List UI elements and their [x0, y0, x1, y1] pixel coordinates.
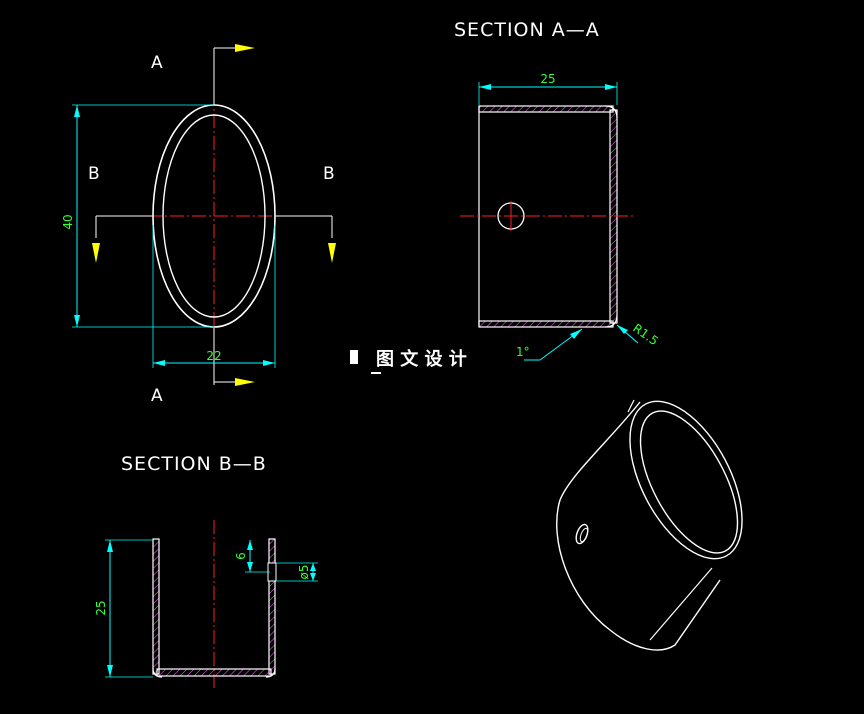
dim-dia5-text: ø5 — [297, 565, 311, 580]
section-arrow-a-bottom — [235, 378, 255, 386]
iso-body-outline — [556, 401, 721, 651]
front-view: 40 22 A A B B — [61, 44, 336, 406]
section-letter-b-left: B — [88, 164, 100, 184]
dim-aa-25-text: 25 — [540, 72, 555, 86]
section-aa-view: SECTION A—A 25 R1.5 1° — [454, 19, 661, 361]
isometric-view — [556, 399, 743, 651]
section-letter-a-bottom: A — [151, 386, 163, 406]
section-aa-title: SECTION A—A — [454, 19, 600, 41]
dim-6-text: 6 — [234, 552, 248, 560]
section-arrow-a-top — [235, 44, 255, 52]
dim-bb-25-text: 25 — [94, 600, 108, 615]
aa-top-wall — [478, 105, 614, 113]
section-bb-title: SECTION B—B — [121, 453, 267, 475]
dim-radius-text: R1.5 — [630, 321, 660, 348]
bb-right-wall — [268, 538, 276, 675]
dim-40-text: 40 — [61, 214, 75, 229]
iso-top-face-inner — [639, 410, 739, 554]
front-inner-ellipse — [162, 114, 266, 318]
aa-bottom-wall — [478, 320, 614, 328]
bb-left-wall — [152, 538, 160, 675]
dim-angle-text: 1° — [516, 345, 530, 359]
section-arrow-b-left — [92, 243, 100, 263]
bb-bottom-wall — [156, 668, 272, 677]
dim-22-text: 22 — [206, 349, 221, 363]
section-bb-view: SECTION B—B 25 6 ø5 — [94, 453, 318, 690]
section-letter-a-top: A — [151, 53, 163, 73]
watermark: 图 文 设 计 — [350, 348, 467, 374]
watermark-text: 图 文 设 计 — [376, 348, 467, 370]
section-letter-b-right: B — [323, 164, 335, 184]
iso-top-face — [629, 400, 743, 560]
section-arrow-b-right — [328, 243, 336, 263]
